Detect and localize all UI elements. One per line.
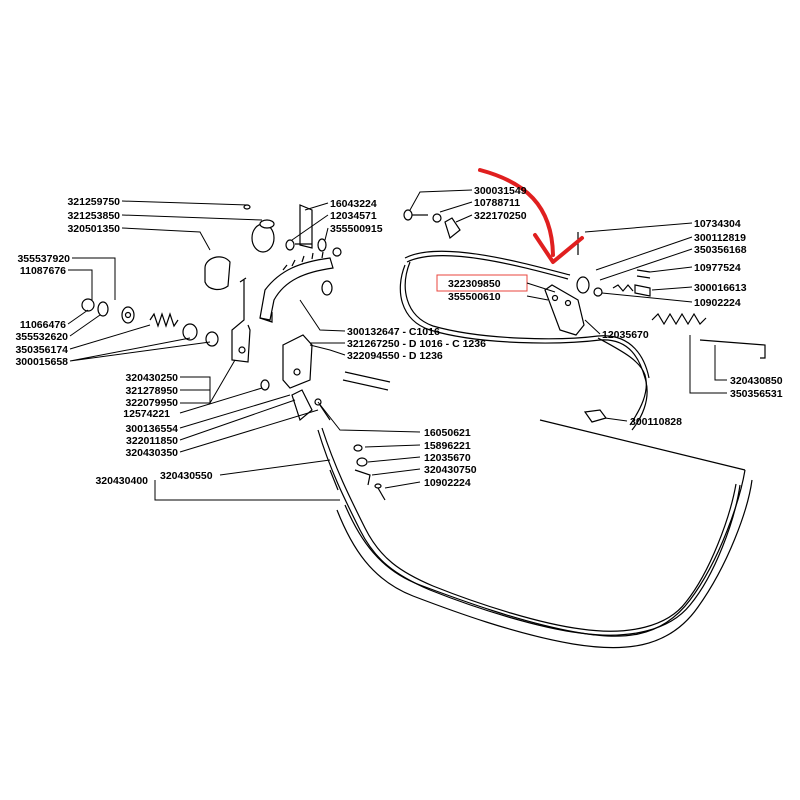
part-labels-left-aligned: 16043224 12034571 355500915 300132647 - …: [160, 185, 783, 489]
label-355532620: 355532620: [15, 331, 68, 343]
label-320430750: 320430750: [424, 464, 477, 476]
label-300112819: 300112819: [694, 232, 746, 244]
label-16050621: 16050621: [424, 427, 471, 439]
label-320430550: 320430550: [160, 470, 213, 482]
label-322079950: 322079950: [125, 397, 178, 409]
label-355537920: 355537920: [17, 253, 70, 265]
label-12035670-lower: 12035670: [424, 452, 471, 464]
highlight-arrow-head: [533, 233, 584, 264]
label-322094550: 322094550 - D 1236: [347, 350, 443, 362]
label-300031549: 300031549: [474, 185, 527, 197]
label-320430350: 320430350: [125, 447, 178, 459]
label-10977524: 10977524: [694, 262, 741, 274]
label-12034571: 12034571: [330, 210, 377, 222]
label-300015658: 300015658: [15, 356, 68, 368]
label-300016613: 300016613: [694, 282, 747, 294]
label-322170250: 322170250: [474, 210, 527, 222]
label-322309850: 322309850: [448, 278, 501, 290]
label-12035670-upper: 12035670: [602, 329, 649, 341]
label-321259750: 321259750: [67, 196, 120, 208]
label-16043224: 16043224: [330, 198, 377, 210]
washers-and-spring: [81, 298, 219, 347]
label-320430400: 320430400: [95, 475, 148, 487]
label-10734304: 10734304: [694, 218, 741, 230]
label-320430850: 320430850: [730, 375, 783, 387]
label-350356174: 350356174: [15, 344, 68, 356]
label-355500915: 355500915: [330, 223, 383, 235]
highlight-arrow: [478, 168, 555, 257]
label-10788711: 10788711: [474, 197, 520, 209]
label-300132647: 300132647 - C1016: [347, 326, 440, 338]
label-11087676: 11087676: [20, 265, 66, 277]
shift-knob: [204, 204, 275, 291]
label-300110828: 300110828: [630, 416, 682, 428]
label-321267250: 321267250 - D 1016 - C 1236: [347, 338, 486, 350]
label-10902224-lower: 10902224: [424, 477, 471, 489]
right-linkage: [403, 209, 766, 423]
label-320430250: 320430250: [125, 372, 178, 384]
label-321278950: 321278950: [125, 385, 178, 397]
label-11066476: 11066476: [20, 319, 66, 331]
label-15896221: 15896221: [424, 440, 471, 452]
label-355500610: 355500610: [448, 291, 501, 303]
label-350356168: 350356168: [694, 244, 747, 256]
mounting-plate: [260, 334, 391, 422]
throttle-cable: [317, 250, 741, 636]
selector-quadrant: [259, 204, 342, 323]
label-350356531: 350356531: [730, 388, 783, 400]
label-300136554: 300136554: [125, 423, 178, 435]
gear-lever: [231, 277, 251, 363]
label-320501350: 320501350: [67, 223, 120, 235]
label-12574221: 12574221: [123, 408, 170, 420]
label-321253850: 321253850: [67, 210, 120, 222]
leader-lines: [67, 189, 727, 501]
part-labels: 321259750 321253850 320501350 355537920 …: [15, 196, 178, 487]
label-322011850: 322011850: [126, 435, 178, 447]
label-10902224-upper: 10902224: [694, 297, 741, 309]
clip-parts: [329, 444, 386, 501]
